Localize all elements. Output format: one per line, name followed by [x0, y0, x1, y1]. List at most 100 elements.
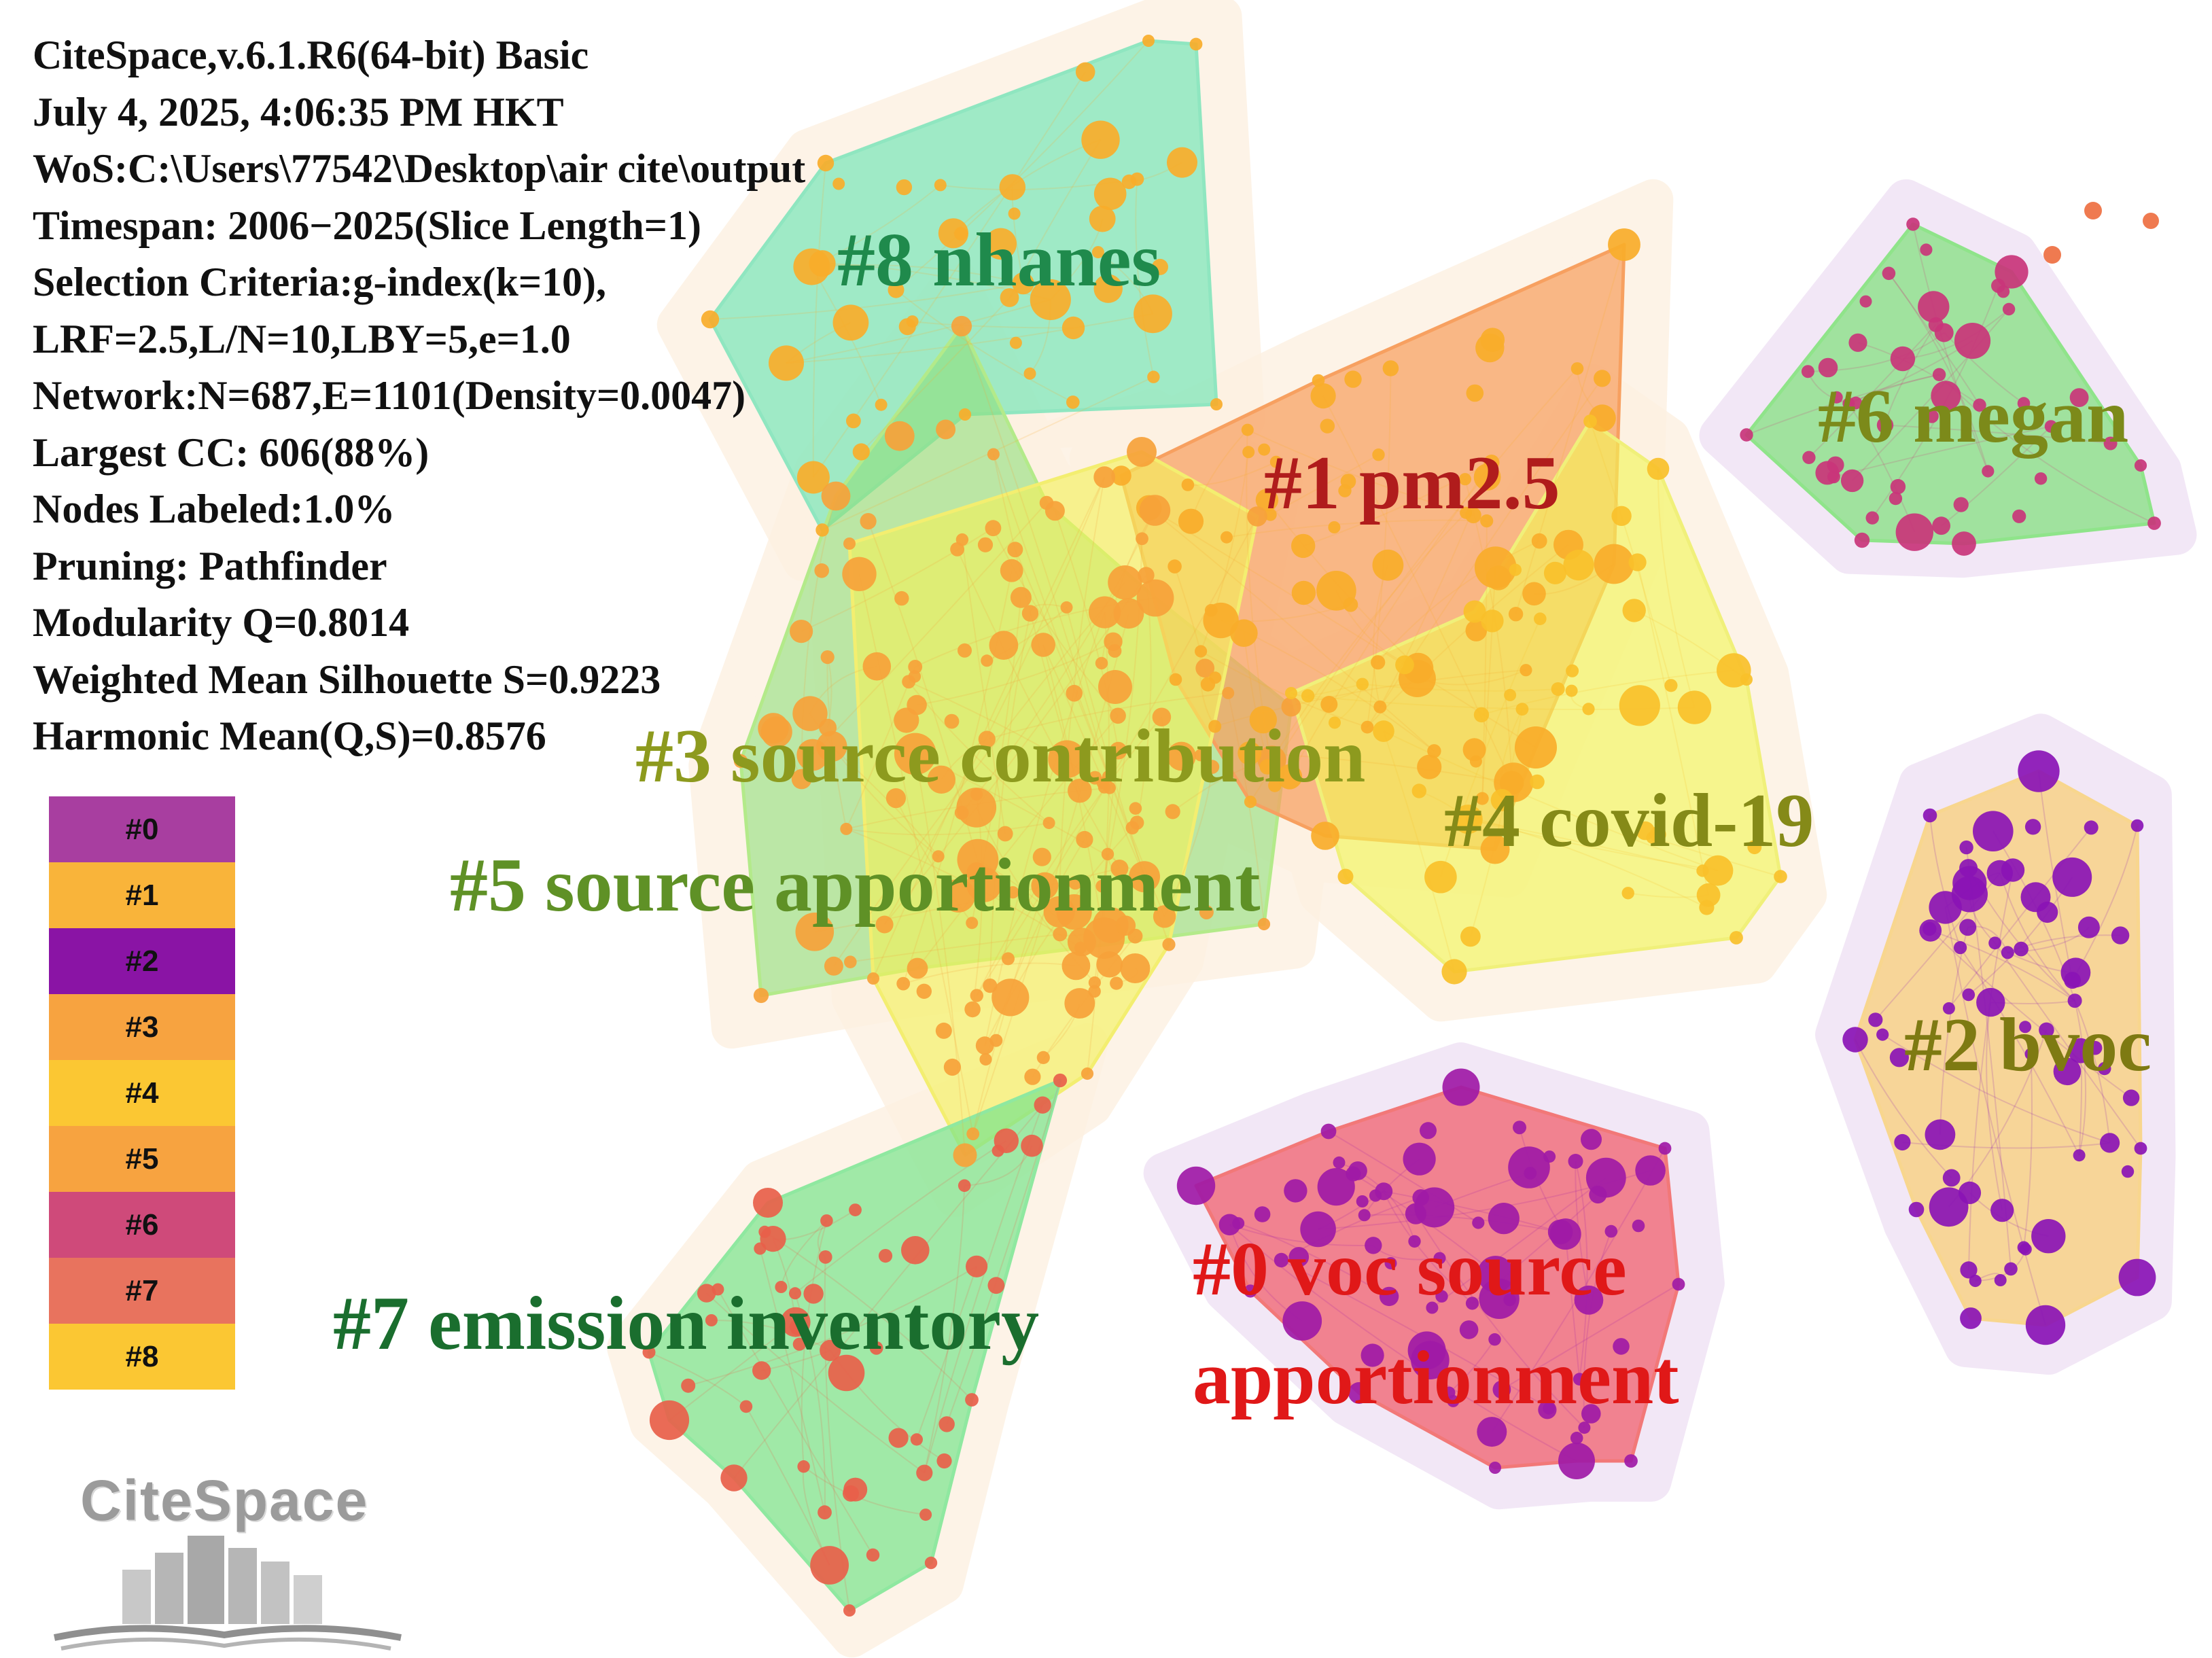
network-node-cluster-3: [1010, 586, 1032, 608]
network-node-cluster-2: [1960, 1261, 1978, 1279]
network-edge: [1246, 429, 1276, 786]
citespace-logo: CiteSpace: [48, 1468, 415, 1651]
network-edge: [706, 1292, 925, 1474]
network-node-cluster-8: [809, 250, 836, 277]
network-edge: [895, 289, 1074, 403]
network-node-cluster-4: [1730, 931, 1743, 945]
network-node-cluster-7: [758, 1225, 771, 1238]
network-node-cluster-4: [1424, 860, 1457, 894]
network-node-cluster-1: [1259, 759, 1275, 775]
network-node-cluster-8: [1121, 174, 1137, 190]
network-edge: [780, 1220, 828, 1288]
network-node-cluster-8: [815, 523, 829, 537]
network-edge: [914, 754, 966, 1156]
network-node-cluster-0: [1442, 1068, 1480, 1106]
network-node-cluster-5: [824, 956, 843, 976]
network-node-cluster-6: [1953, 497, 1969, 512]
network-node-cluster-8: [934, 179, 947, 192]
network-node-cluster-1: [1255, 489, 1279, 512]
network-edge: [1884, 424, 2111, 444]
network-node-cluster-8: [1142, 35, 1155, 47]
network-edge: [1373, 565, 1389, 707]
network-node-cluster-3: [1098, 670, 1132, 704]
network-node-cluster-8: [1091, 246, 1104, 259]
network-node-cluster-8: [954, 226, 968, 241]
network-node-cluster-6: [1890, 479, 1906, 495]
network-edge: [1377, 540, 1540, 663]
network-edge: [2074, 1000, 2111, 1144]
network-node-cluster-7: [818, 1250, 832, 1264]
network-edge: [1501, 1284, 1679, 1390]
network-node-cluster-3: [1021, 605, 1039, 622]
network-node-cluster-0: [1624, 1454, 1638, 1468]
network-node-cluster-8: [1210, 398, 1223, 410]
network-node-cluster-4: [1699, 900, 1715, 915]
network-node-cluster-6: [1830, 391, 1843, 404]
network-node-cluster-3: [1115, 915, 1136, 936]
network-node-cluster-8: [1089, 205, 1116, 232]
network-node-cluster-3: [1081, 1067, 1094, 1080]
network-node-cluster-6: [1906, 217, 1920, 231]
network-node-cluster-1: [1473, 463, 1501, 491]
network-edge: [989, 613, 1031, 986]
network-edge: [961, 510, 1156, 813]
network-node-cluster-7: [916, 1464, 933, 1481]
network-node-cluster-1: [1608, 228, 1640, 261]
network-node-cluster-3: [1167, 741, 1196, 771]
network-node-cluster-7: [681, 1378, 696, 1393]
network-node-cluster-5: [840, 822, 853, 835]
network-node-cluster-0: [1348, 1161, 1367, 1180]
network-node-cluster-4: [1677, 690, 1712, 724]
network-size: Network:N=687,E=1101(Density=0.0047): [33, 373, 746, 418]
network-node-cluster-2: [1929, 1187, 1969, 1227]
network-edge: [1855, 1039, 1952, 1179]
network-node-cluster-3: [885, 788, 906, 809]
network-node-cluster-2: [1842, 1027, 1868, 1053]
network-node-cluster-1: [1484, 455, 1500, 471]
network-node-cluster-6: [1801, 365, 1814, 378]
network-node-cluster-4: [1460, 926, 1481, 947]
network-edge: [985, 839, 1085, 1060]
network-node-cluster-4: [1463, 600, 1486, 623]
network-node-cluster-5: [820, 650, 835, 665]
network-edge: [1247, 429, 1474, 516]
network-node-cluster-0: [1282, 1301, 1322, 1341]
network-node-cluster-0: [1585, 1157, 1626, 1198]
network-node-cluster-5: [1042, 817, 1055, 830]
network-node-cluster-6: [1997, 285, 2010, 298]
network-edge: [1229, 1224, 1373, 1247]
legend-item-0: #0: [49, 796, 235, 862]
network-node-cluster-2: [2130, 819, 2144, 832]
network-node-cluster-2: [1960, 1307, 1982, 1329]
network-edge: [1944, 907, 2046, 1326]
cluster-label-0-line2: apportionment: [1193, 1336, 1679, 1420]
network-edge: [1266, 512, 1467, 768]
network-node-cluster-4: [1411, 783, 1426, 798]
network-edge: [833, 582, 1126, 967]
legend-item-1: #1: [49, 862, 235, 928]
network-edge: [764, 1231, 972, 1400]
network-node-cluster-6: [1859, 295, 1872, 308]
network-node-cluster-3: [1129, 861, 1160, 893]
network-node-cluster-2: [1990, 1199, 2014, 1222]
network-node-cluster-5: [795, 913, 835, 951]
network-node-cluster-1: [1242, 446, 1255, 459]
network-node-cluster-5: [884, 421, 915, 451]
network-node-cluster-5: [814, 563, 829, 578]
network-node-cluster-0: [1300, 1211, 1336, 1248]
network-node-cluster-3: [981, 654, 994, 667]
network-node-cluster-5: [1110, 707, 1126, 724]
network-node-outlier: [2084, 202, 2102, 219]
network-node-cluster-7: [966, 1255, 988, 1277]
network-node-cluster-4: [1583, 414, 1597, 428]
network-node-cluster-6: [1920, 243, 1933, 256]
network-edge: [902, 570, 1013, 984]
network-node-cluster-6: [1840, 469, 1864, 493]
network-node-cluster-2: [2025, 1305, 2066, 1345]
network-edge: [846, 822, 1049, 836]
network-node-cluster-6: [1876, 417, 1894, 434]
network-node-cluster-0: [1274, 1252, 1289, 1268]
network-node-cluster-2: [2037, 901, 2058, 923]
network-node-cluster-3: [1095, 656, 1108, 670]
network-node-cluster-0: [1558, 1443, 1595, 1479]
